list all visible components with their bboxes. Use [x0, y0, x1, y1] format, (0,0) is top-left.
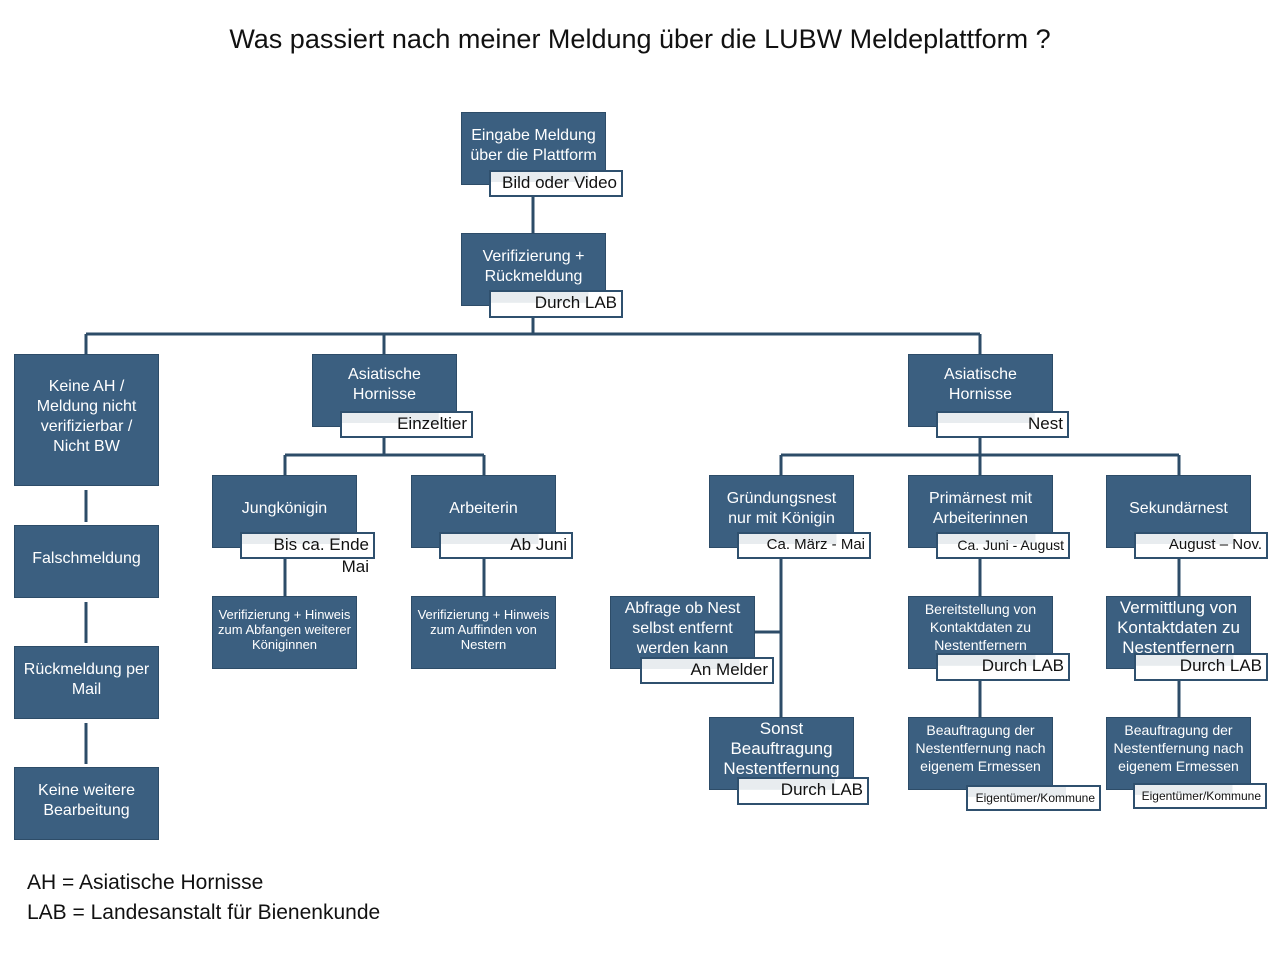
tag-sekundaernest: August – Nov. [1134, 532, 1268, 559]
connector [755, 558, 1181, 717]
node-hinweis-koeniginnen: Verifizierung + Hinweis zum Abfangen wei… [212, 596, 357, 669]
node-keine-weitere: Keine weitere Bearbeitung [14, 767, 159, 840]
node-rueckmeldung-mail: Rückmeldung per Mail [14, 646, 159, 719]
node-abfrage: Abfrage ob Nest selbst entfernt werden k… [610, 596, 755, 669]
connector [84, 196, 982, 354]
tag-eingabe: Bild oder Video [489, 170, 623, 197]
tag-ah-einzeltier: Einzeltier [340, 411, 473, 438]
tag-sonst: Durch LAB [737, 777, 869, 805]
tag-primaernest: Ca. Juni - August [936, 532, 1070, 559]
tag-vermittlung: Durch LAB [1134, 653, 1268, 681]
node-vermittlung: Vermittlung von Kontaktdaten zu Nestentf… [1106, 596, 1251, 669]
tag-arbeiterin: Ab Juni [439, 532, 573, 559]
diagram-title: Was passiert nach meiner Meldung über di… [229, 24, 1051, 54]
node-hinweis-nestern: Verifizierung + Hinweis zum Auffinden vo… [411, 596, 556, 669]
node-falschmeldung: Falschmeldung [14, 525, 159, 598]
tag-abfrage: An Melder [640, 657, 774, 684]
connector [779, 437, 1181, 475]
tag-verifizierung: Durch LAB [489, 290, 623, 318]
legend-lab: LAB = Landesanstalt für Bienenkunde [27, 901, 381, 924]
connector [283, 437, 486, 596]
tag-bereitstellung: Durch LAB [936, 653, 1070, 681]
tag-jungkoenigin: Bis ca. Ende Mai [240, 532, 375, 576]
tag-beauftragung-sekundaer: Eigentümer/Kommune [1133, 783, 1267, 809]
tag-beauftragung-primaer: Eigentümer/Kommune [966, 785, 1101, 811]
legend-ah: AH = Asiatische Hornisse [27, 871, 264, 894]
tag-gruendungsnest: Ca. März - Mai [737, 532, 871, 559]
node-beauftragung-sekundaer: Beauftragung der Nestentfernung nach eig… [1106, 717, 1251, 790]
tag-ah-nest: Nest [936, 411, 1069, 438]
node-keine-ah: Keine AH / Meldung nicht verifizierbar /… [14, 354, 159, 486]
node-beauftragung-primaer: Beauftragung der Nestentfernung nach eig… [908, 717, 1053, 790]
